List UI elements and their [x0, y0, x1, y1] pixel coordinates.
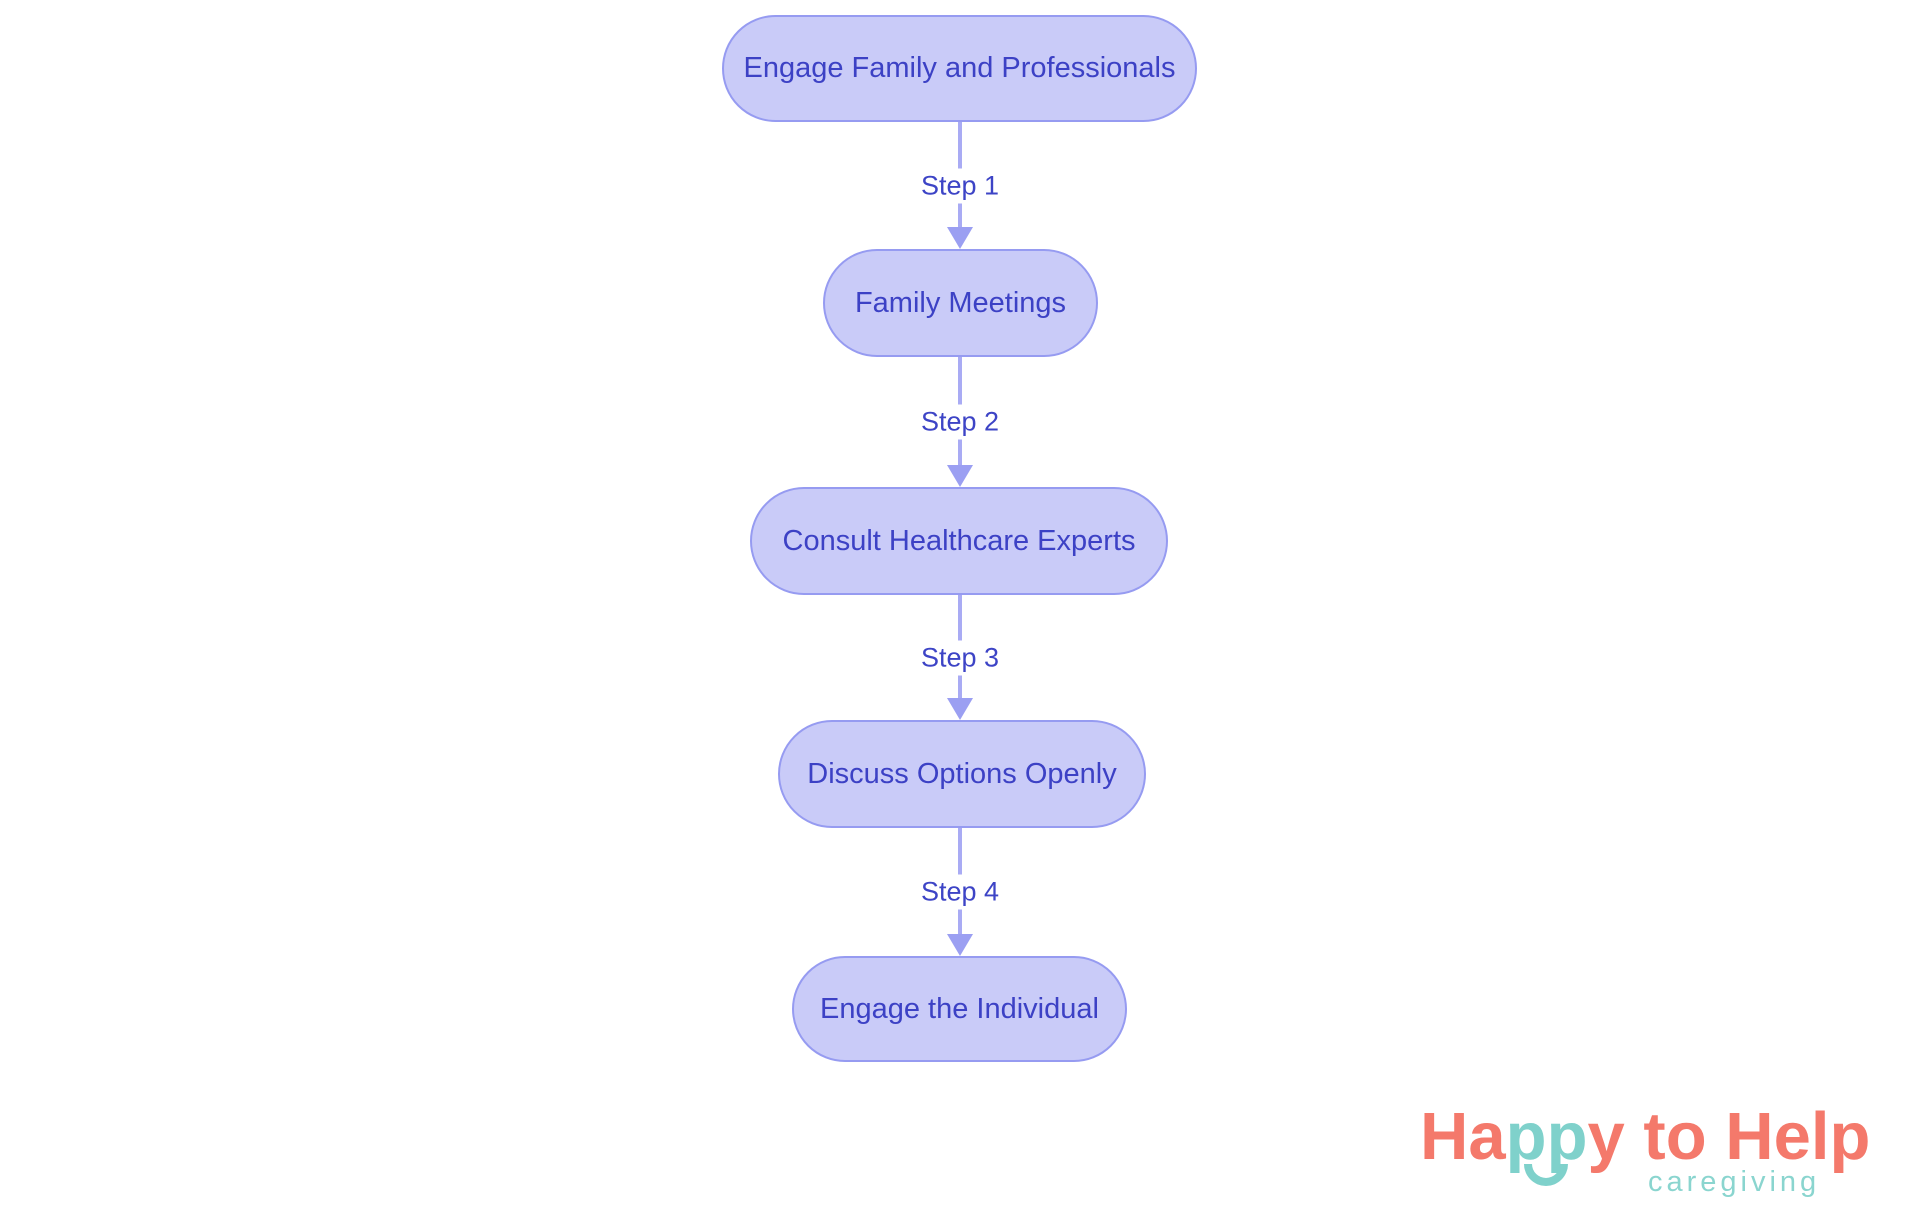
- flow-node-engage-the-individual: Engage the Individual: [792, 956, 1127, 1062]
- arrow-step-1: Step 1: [880, 122, 1040, 249]
- step-label: Step 3: [912, 640, 1008, 675]
- arrow-down-icon: [947, 465, 973, 487]
- arrow-step-2: Step 2: [880, 357, 1040, 487]
- logo-word-ha: Ha: [1420, 1099, 1506, 1174]
- flow-node-consult-healthcare-experts: Consult Healthcare Experts: [750, 487, 1168, 595]
- arrow-step-3: Step 3: [880, 595, 1040, 720]
- step-label: Step 1: [912, 168, 1008, 203]
- flow-node-family-meetings: Family Meetings: [823, 249, 1098, 357]
- flow-node-label: Consult Healthcare Experts: [782, 524, 1136, 557]
- arrow-step-4: Step 4: [880, 828, 1040, 956]
- flow-node-label: Discuss Options Openly: [807, 757, 1117, 790]
- logo-smile-icon: [1524, 1164, 1568, 1186]
- flow-node-discuss-options-openly: Discuss Options Openly: [778, 720, 1146, 828]
- flow-node-label: Family Meetings: [854, 286, 1067, 319]
- arrow-down-icon: [947, 934, 973, 956]
- step-label: Step 2: [912, 404, 1008, 440]
- logo-word-y-to-help: y to Help: [1587, 1099, 1871, 1174]
- logo-tagline: caregiving: [1648, 1166, 1821, 1198]
- arrow-down-icon: [947, 227, 973, 249]
- flow-node-label: Engage Family and Professionals: [743, 52, 1176, 84]
- flow-node-engage-family-and-professionals: Engage Family and Professionals: [722, 15, 1197, 122]
- step-label: Step 4: [912, 874, 1008, 910]
- flow-node-label: Engage the Individual: [820, 992, 1099, 1025]
- logo-wordmark: Happy to Help: [1420, 1098, 1870, 1175]
- logo-word-pp: pp: [1505, 1099, 1588, 1174]
- arrow-down-icon: [947, 698, 973, 720]
